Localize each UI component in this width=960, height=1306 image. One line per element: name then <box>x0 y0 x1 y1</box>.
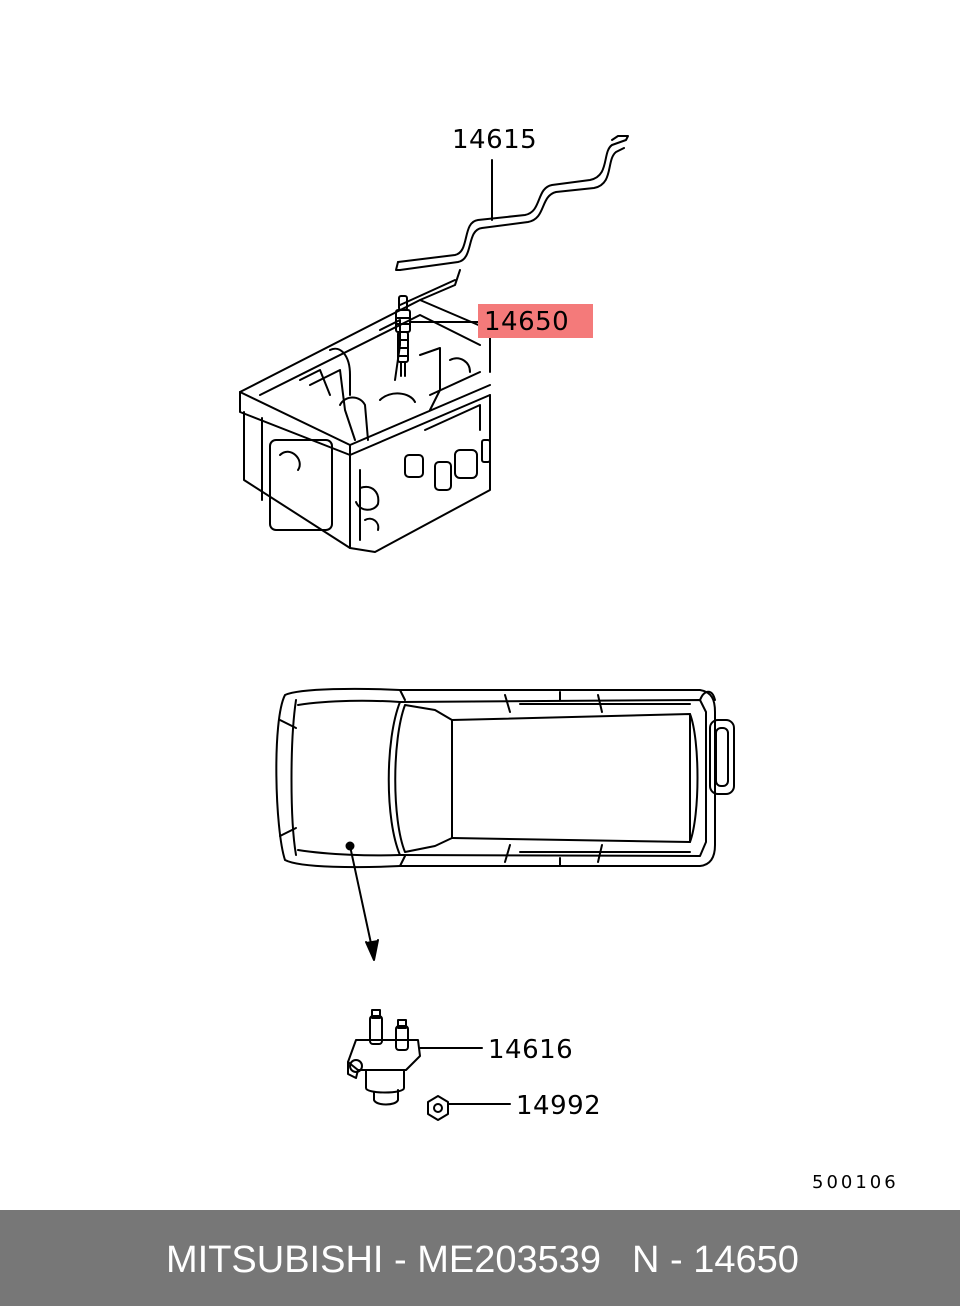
parts-diagram <box>239 135 735 1121</box>
footer-ref: N - 14650 <box>632 1239 799 1281</box>
gasket-drawing <box>395 135 629 271</box>
diagram-code: 500106 <box>812 1172 899 1193</box>
callout-14616: 14616 <box>488 1035 574 1065</box>
relay-drawing <box>347 1009 483 1106</box>
callout-14992: 14992 <box>516 1091 602 1121</box>
footer-bar: MITSUBISHI - ME203539 N - 14650 <box>0 1210 960 1306</box>
callout-14650-highlighted: 14650 <box>478 304 594 338</box>
vehicle-top-view-drawing <box>275 687 735 869</box>
glow-plug-drawing <box>395 295 479 377</box>
footer-brand-part: MITSUBISHI - ME203539 <box>166 1239 602 1281</box>
callout-14615: 14615 <box>452 125 538 155</box>
nut-drawing <box>427 1095 511 1121</box>
cylinder-head-drawing <box>239 269 491 553</box>
location-arrow <box>345 841 379 961</box>
